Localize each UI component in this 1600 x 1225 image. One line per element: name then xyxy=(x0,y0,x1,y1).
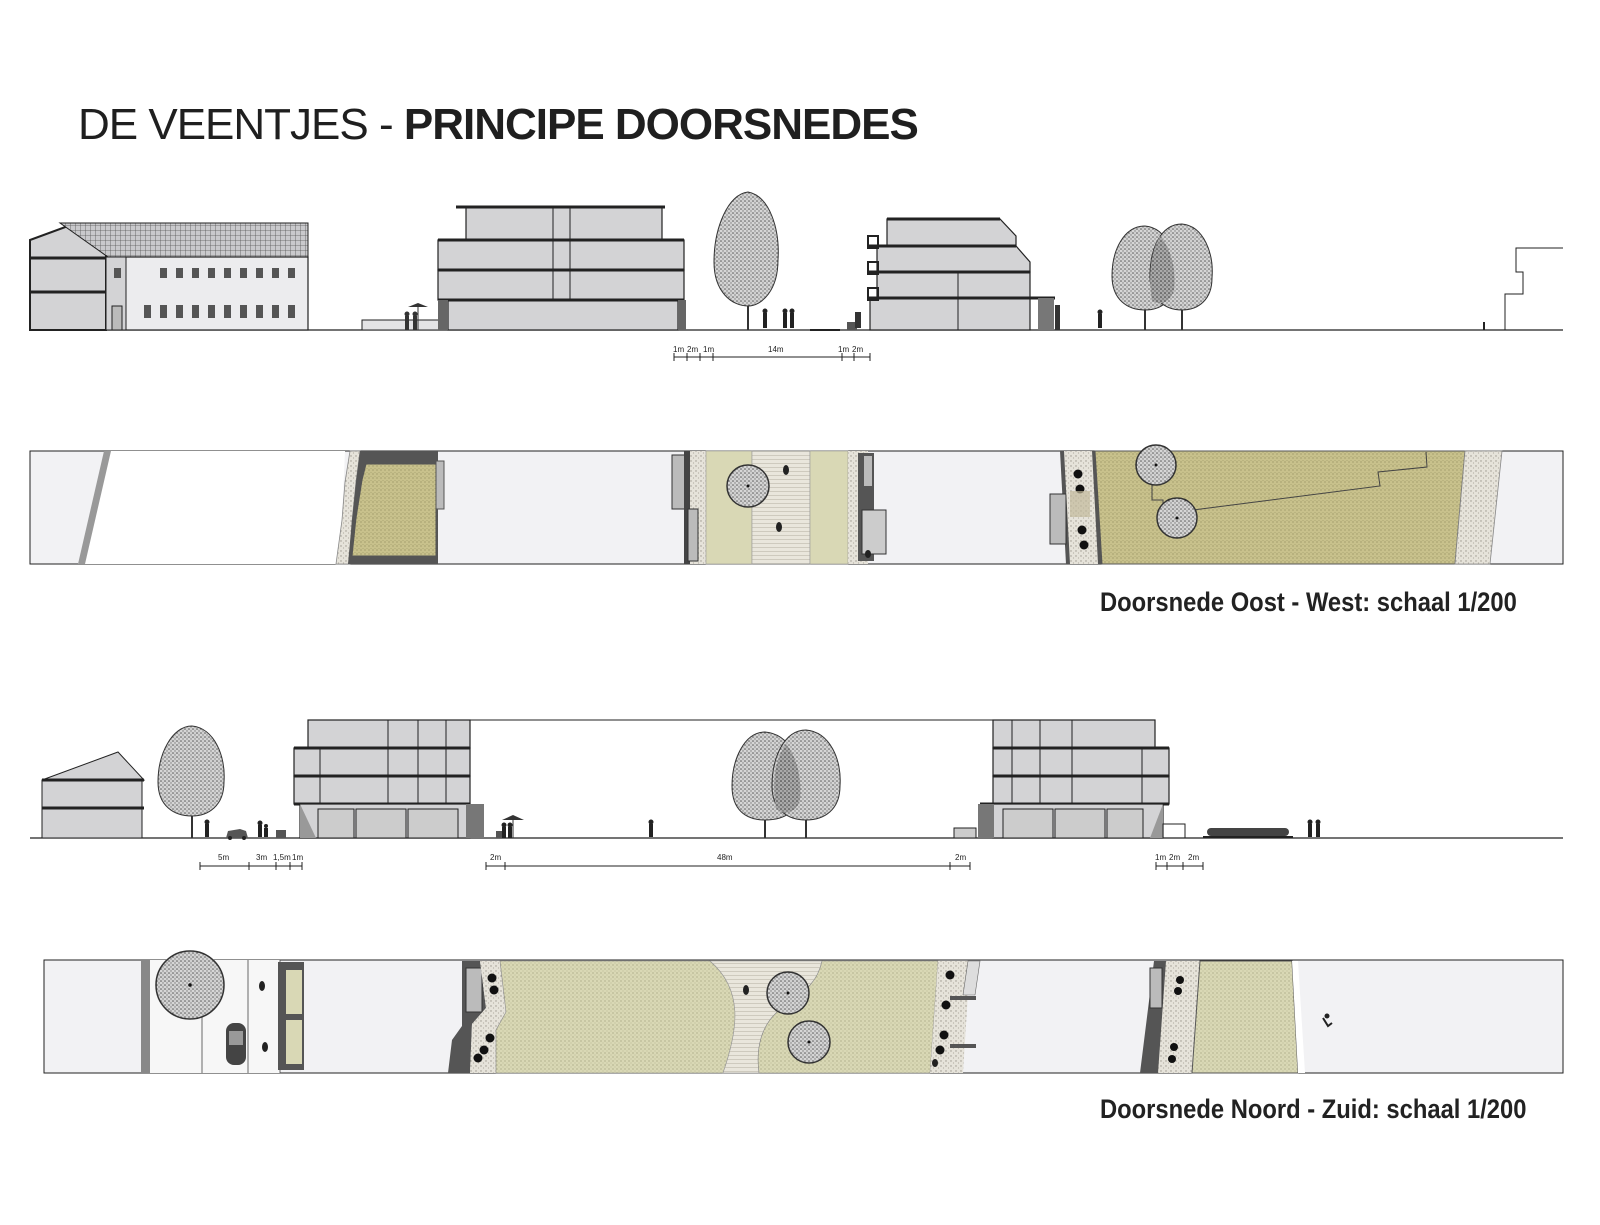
plan-strip-east-west xyxy=(29,444,1564,565)
building-block-right xyxy=(953,719,1186,839)
tree-plan xyxy=(787,1020,831,1064)
hedge-element xyxy=(1203,828,1293,838)
tree-elevation xyxy=(713,191,779,330)
dim-label: 1m xyxy=(703,345,714,354)
dim-label: 2m xyxy=(955,853,966,862)
page-title: DE VEENTJES - PRINCIPE DOORSNEDES xyxy=(78,100,919,150)
dim-label: 1m xyxy=(838,345,849,354)
dim-label: 5m xyxy=(218,853,229,862)
dimension-line-left: 5m 3m 1,5m 1m xyxy=(199,853,303,870)
dim-label: 2m xyxy=(490,853,501,862)
terrace-umbrella xyxy=(496,815,524,838)
tree-elevation xyxy=(157,725,225,838)
building-gable-house xyxy=(29,224,107,331)
tree-pair-center xyxy=(731,729,841,838)
people-group-1 xyxy=(762,308,795,328)
elevation-north-south: 5m 3m 1,5m 1m 2m 48m 2m 1m 2m 2m xyxy=(30,719,1563,870)
building-block-left xyxy=(293,719,484,839)
plan-strip-north-south xyxy=(43,950,1564,1074)
tree-plan xyxy=(155,950,225,1020)
dimension-line-middle: 2m 48m 2m xyxy=(485,853,971,870)
dim-label: 3m xyxy=(256,853,267,862)
elevation-east-west: 1m 2m 1m 14m 1m 2m xyxy=(29,191,1563,361)
title-bold: PRINCIPE DOORSNEDES xyxy=(403,100,919,149)
dim-label: 48m xyxy=(717,853,733,862)
dim-label: 2m xyxy=(852,345,863,354)
bench-element xyxy=(810,312,861,331)
building-stepped-right xyxy=(867,217,1060,331)
building-outline-far-right xyxy=(1483,247,1563,330)
dim-label: 1m xyxy=(673,345,684,354)
tree-plan xyxy=(726,464,770,508)
person-right xyxy=(1097,309,1103,328)
dim-label: 1,5m xyxy=(273,853,291,862)
tree-plan xyxy=(1156,497,1198,539)
terrace-umbrella xyxy=(361,303,441,331)
title-light: DE VEENTJES - xyxy=(78,100,404,149)
dim-label: 2m xyxy=(1188,853,1199,862)
dim-label: 1m xyxy=(1155,853,1166,862)
building-small-house xyxy=(41,751,146,839)
dimension-line-right: 1m 2m 2m xyxy=(1155,853,1204,870)
street-figures xyxy=(204,819,286,840)
tree-plan xyxy=(1135,444,1177,486)
dim-label: 2m xyxy=(687,345,698,354)
tree-pair-right xyxy=(1111,223,1213,330)
dimension-line-east-west: 1m 2m 1m 14m 1m 2m xyxy=(673,345,871,361)
caption-north-south: Doorsnede Noord - Zuid: schaal 1/200 xyxy=(1100,1094,1527,1124)
building-long-tiled xyxy=(58,222,309,331)
tree-plan xyxy=(766,971,810,1015)
dim-label: 2m xyxy=(1169,853,1180,862)
caption-east-west: Doorsnede Oost - West: schaal 1/200 xyxy=(1100,587,1517,617)
dim-label: 14m xyxy=(768,345,784,354)
dim-label: 1m xyxy=(292,853,303,862)
car-plan xyxy=(226,1023,246,1065)
building-block-center xyxy=(437,205,686,331)
